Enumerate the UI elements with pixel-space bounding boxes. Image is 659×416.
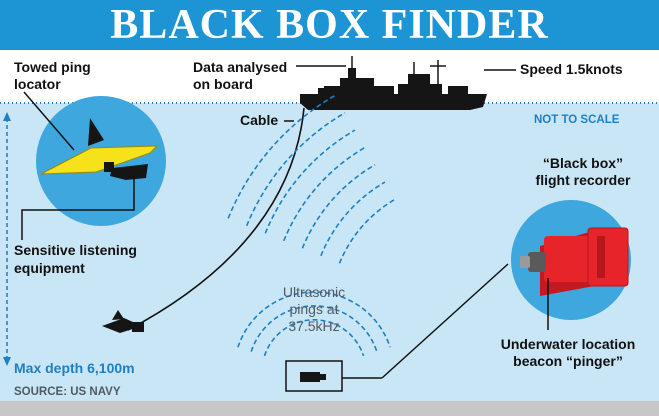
- pings-label-line2: pings at: [289, 301, 339, 317]
- sonar-arc: [320, 181, 386, 257]
- ping-arc: [250, 305, 378, 352]
- listening-label-line1: Sensitive listening: [14, 242, 137, 258]
- pings-label-line1: Ultrasonic: [282, 284, 346, 300]
- leader-listening: [21, 176, 135, 240]
- not-to-scale-label: NOT TO SCALE: [534, 114, 620, 126]
- black-box-detail: [511, 200, 631, 320]
- data-analysed-label-line1: Data analysed: [193, 59, 288, 75]
- beacon-label-line1: Underwater location: [500, 336, 636, 352]
- ping-arcs: [237, 291, 391, 357]
- title: BLACK BOX FINDER: [110, 2, 549, 48]
- title-banner: [0, 0, 659, 50]
- ping-arc: [263, 319, 365, 357]
- sonar-arc: [338, 198, 396, 264]
- ship-icon: [300, 56, 487, 110]
- pings-label-line3: 37.5kHz: [288, 318, 340, 334]
- towed-locator-label-line1: Towed ping: [14, 59, 91, 75]
- sonar-arc: [301, 164, 376, 249]
- leader-box-to-circle: [381, 263, 509, 379]
- bottom-strip: [0, 401, 659, 416]
- sonar-arc: [264, 129, 356, 234]
- black-box-label-line1: “Black box”: [542, 155, 624, 171]
- cable-label: Cable: [240, 112, 279, 128]
- depth-arrow: [3, 112, 11, 366]
- beacon-label-line2: beacon “pinger”: [513, 353, 623, 369]
- speed-label: Speed 1.5knots: [520, 61, 623, 77]
- listening-label-line2: equipment: [14, 260, 85, 276]
- sonar-arc: [283, 146, 366, 242]
- data-analysed-label-line2: on board: [193, 76, 253, 92]
- ping-arc: [237, 291, 391, 348]
- leader-towed-locator: [23, 91, 75, 151]
- towed-locator-label-line2: locator: [14, 76, 61, 92]
- black-box-label-line2: flight recorder: [535, 172, 631, 188]
- sonar-arc: [245, 112, 346, 227]
- sea-floor-box: [285, 360, 343, 392]
- sonar-arcs: [227, 94, 396, 264]
- towed-fish-icon: [102, 310, 144, 333]
- sonar-arc: [227, 94, 336, 219]
- max-depth-label: Max depth 6,100m: [14, 360, 135, 376]
- source-label: SOURCE: US NAVY: [14, 386, 121, 398]
- tow-cable: [127, 107, 305, 331]
- towed-locator-detail: [36, 96, 166, 226]
